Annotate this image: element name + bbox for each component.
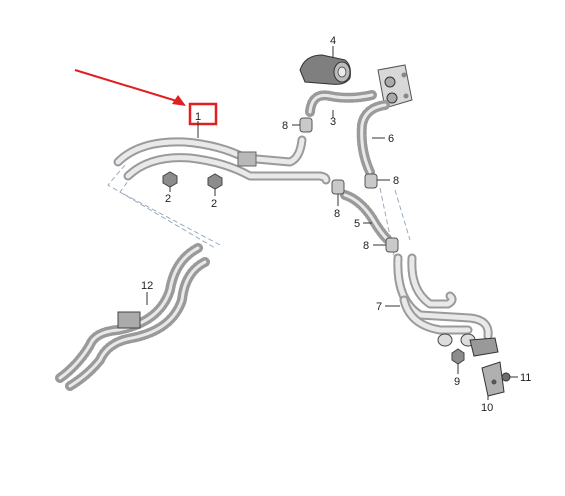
coolant-valve-4[interactable] (299, 54, 351, 85)
label-part-4: 4 (330, 35, 336, 47)
label-part-12: 12 (141, 280, 153, 292)
bolt-11[interactable] (501, 372, 511, 382)
coolant-hose-5[interactable] (340, 190, 393, 245)
nut-2b[interactable] (207, 173, 223, 190)
label-part-11: 11 (520, 372, 531, 384)
mounting-bracket (469, 337, 499, 357)
label-part-2b: 2 (211, 198, 217, 210)
coolant-hose-3[interactable] (305, 90, 377, 117)
label-part-8a: 8 (282, 120, 288, 132)
hose-clamp-8a[interactable] (299, 117, 313, 133)
hose-clamp-8d[interactable] (385, 237, 399, 253)
hose-clamp-8b[interactable] (331, 179, 345, 195)
coolant-pipe-assembly-1[interactable] (113, 135, 331, 185)
label-part-7: 7 (376, 301, 382, 313)
bulkhead-flange (377, 64, 413, 109)
assembly-dashed-lines (107, 164, 411, 261)
hose-clamp-8c[interactable] (364, 173, 378, 189)
label-part-8b: 8 (334, 208, 340, 220)
label-part-2a: 2 (165, 193, 171, 205)
red-arrow-icon (74, 69, 186, 106)
nut-2a[interactable] (162, 171, 178, 188)
label-part-8d: 8 (363, 240, 369, 252)
highlight-box (188, 102, 218, 126)
label-part-5: 5 (354, 218, 360, 230)
coolant-pipe-assembly-12[interactable] (55, 243, 210, 391)
nut-9[interactable] (451, 348, 465, 365)
coolant-pipe-assembly-7[interactable] (393, 253, 493, 347)
bracket-10[interactable] (481, 361, 505, 397)
coolant-hose-6[interactable] (356, 100, 390, 177)
leader-lines (146, 46, 518, 400)
label-part-9: 9 (454, 376, 460, 388)
label-part-1: 1 (195, 111, 201, 123)
label-part-8c: 8 (393, 175, 399, 187)
label-part-10: 10 (481, 402, 493, 414)
part-labels: 1 2 2 3 4 5 6 7 8 8 8 8 9 10 11 12 (141, 35, 531, 414)
label-part-6: 6 (388, 133, 394, 145)
label-part-3: 3 (330, 116, 336, 128)
